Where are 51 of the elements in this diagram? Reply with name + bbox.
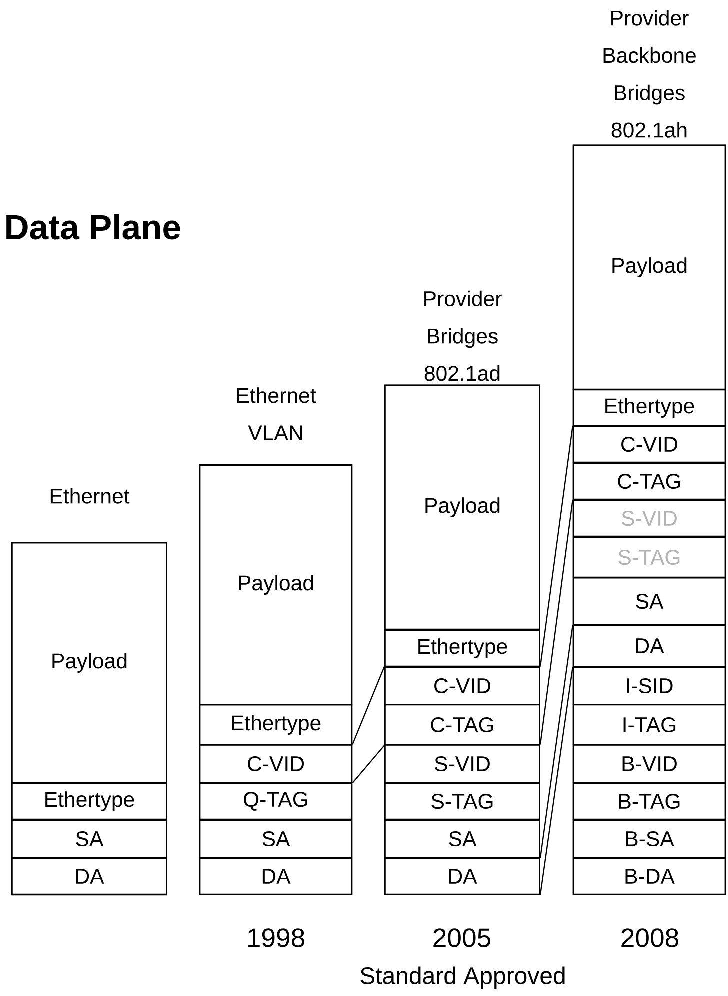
expansion-line <box>540 426 574 667</box>
header-field: DA <box>12 858 168 896</box>
header-field: I-TAG <box>572 704 726 746</box>
payload-field: Payload <box>384 384 540 630</box>
frame-column <box>12 488 168 896</box>
header-field: C-TAG <box>384 704 540 746</box>
header-field: C-VID <box>384 666 540 706</box>
payload-field: Payload <box>12 542 168 784</box>
header-field: I-SID <box>572 666 726 706</box>
title: Data Plane <box>6 214 180 240</box>
header-field: Ethertype <box>12 782 168 820</box>
header-field: SA <box>572 578 726 626</box>
header-field: DA <box>199 858 353 896</box>
payload-field: Payload <box>572 144 726 390</box>
header-field: SA <box>199 820 353 858</box>
header-field: SA <box>384 820 540 858</box>
header-field: DA <box>572 624 726 668</box>
expansion-line <box>540 625 574 858</box>
expansion-line <box>352 745 386 784</box>
header-field: B-DA <box>572 858 726 896</box>
column-heading: Ethernet VLAN <box>237 388 316 440</box>
frame-column <box>199 388 353 896</box>
column-heading: Provider Backbone Bridges 802.1ah <box>604 10 696 138</box>
frame-column <box>384 290 540 896</box>
axis-caption: Standard Approved <box>360 966 565 990</box>
column-heading: Provider Bridges 802.1ad <box>424 290 502 382</box>
expansion-line <box>352 666 386 745</box>
header-field: Q-TAG <box>199 782 353 820</box>
expansion-line <box>540 500 574 745</box>
header-field: S-VID <box>572 500 726 538</box>
header-field: Ethertype <box>572 389 726 427</box>
header-field: B-SA <box>572 820 726 858</box>
header-field: B-VID <box>572 744 726 784</box>
frame-column <box>572 10 726 896</box>
header-field: S-VID <box>384 744 540 784</box>
header-field: S-TAG <box>572 536 726 578</box>
payload-field: Payload <box>199 464 353 706</box>
header-field: S-TAG <box>384 782 540 820</box>
header-field: SA <box>12 820 168 858</box>
year-label: 1998 <box>248 928 304 948</box>
header-field: C-TAG <box>572 462 726 500</box>
header-field: B-TAG <box>572 782 726 820</box>
column-heading: Ethernet <box>50 488 130 504</box>
header-field: C-VID <box>572 426 726 464</box>
header-field: C-VID <box>199 744 353 784</box>
year-label: 2008 <box>622 928 678 948</box>
expansion-line <box>540 667 574 896</box>
header-field: Ethertype <box>384 630 540 668</box>
header-field: DA <box>384 858 540 896</box>
header-field: Ethertype <box>199 704 353 746</box>
year-label: 2005 <box>434 928 491 948</box>
